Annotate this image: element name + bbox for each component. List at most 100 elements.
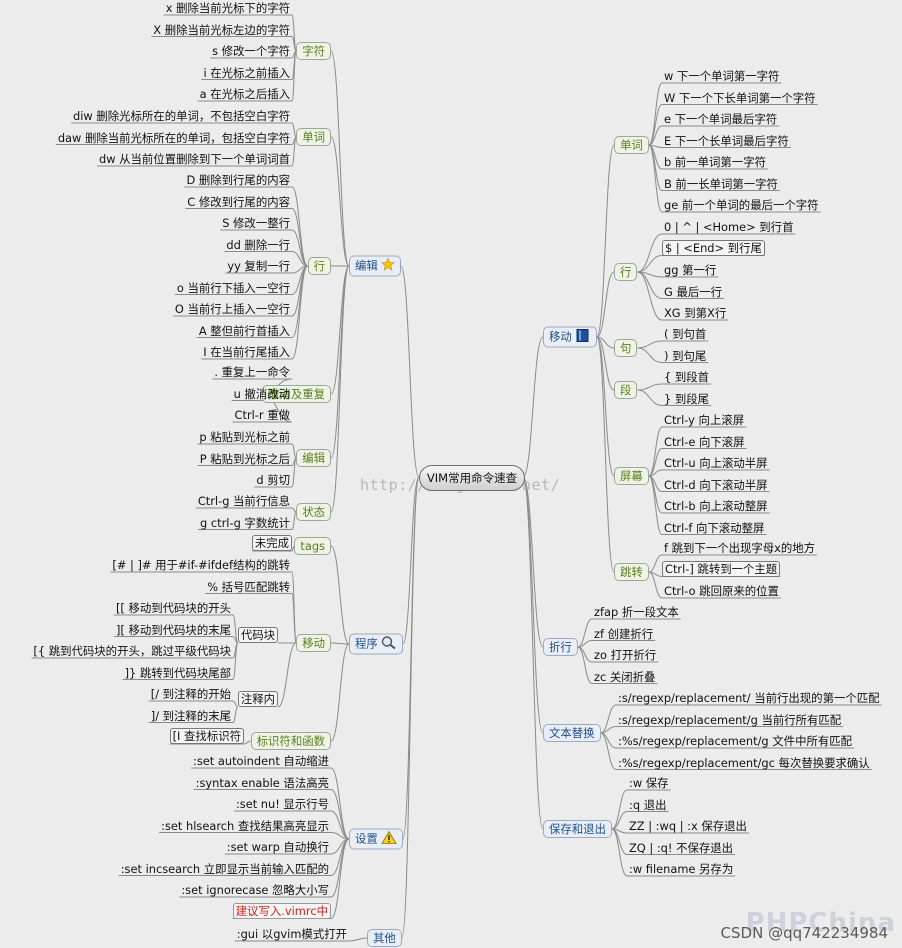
branch-replace[interactable]: 文本替换 <box>543 724 601 742</box>
edit-leaf-item[interactable]: C 修改到行尾的内容 <box>185 195 292 209</box>
group-codeblock[interactable]: 代码块 <box>237 627 278 643</box>
comment-leaf-item[interactable]: ]/ 到注释的末尾 <box>149 709 233 723</box>
rmove-leaf-item[interactable]: B 前一长单词第一字符 <box>662 177 780 191</box>
settings-leaf-item[interactable]: :syntax enable 语法高亮 <box>194 776 331 790</box>
move-leaf-item[interactable]: [# | ]# 用于#if-#ifdef结构的跳转 <box>110 558 292 572</box>
rmove-leaf-item[interactable]: Ctrl-] 跳转到一个主题 <box>662 560 781 577</box>
fold-leaf-item[interactable]: zc 关闭折叠 <box>592 670 657 684</box>
rgroup-3[interactable]: 段 <box>614 381 638 399</box>
fold-leaf-item[interactable]: zfap 折一段文本 <box>592 605 681 619</box>
edit-leaf-item[interactable]: g ctrl-g 字数统计 <box>198 516 292 530</box>
group-tags[interactable]: tags <box>294 537 331 555</box>
rgroup-5[interactable]: 跳转 <box>614 563 649 581</box>
group-comment[interactable]: 注释内 <box>237 691 278 707</box>
group-0[interactable]: 字符 <box>296 42 331 60</box>
rmove-leaf-item[interactable]: Ctrl-o 跳回原来的位置 <box>662 584 781 598</box>
edit-leaf-item[interactable]: X 删除当前光标左边的字符 <box>151 23 292 37</box>
branch-save[interactable]: 保存和退出 <box>543 820 612 838</box>
fold-leaf-item[interactable]: zo 打开折行 <box>592 648 658 662</box>
rmove-leaf-item[interactable]: { 到段首 <box>662 370 711 384</box>
edit-leaf-item[interactable]: x 删除当前光标下的字符 <box>164 1 292 15</box>
edit-leaf-item[interactable]: dw 从当前位置删除到下一个单词词首 <box>97 152 292 166</box>
group-move[interactable]: 移动 <box>296 634 331 652</box>
rmove-leaf-item[interactable]: XG 到第X行 <box>662 306 728 320</box>
comment-leaf-item[interactable]: [/ 到注释的开始 <box>149 687 233 701</box>
settings-leaf-item[interactable]: :set hlsearch 查找结果高亮显示 <box>159 819 331 833</box>
rgroup-0[interactable]: 单词 <box>614 136 649 154</box>
codeblock-leaf-item[interactable]: [{ 跳到代码块的开头，跳过平级代码块 <box>31 644 233 658</box>
edit-leaf-item[interactable]: dd 删除一行 <box>224 238 292 252</box>
branch-program[interactable]: 程序 <box>349 633 403 655</box>
edit-leaf-item[interactable]: Ctrl-r 重做 <box>233 408 292 422</box>
edit-leaf-item[interactable]: i 在光标之前插入 <box>201 66 292 80</box>
rmove-leaf-item[interactable]: Ctrl-y 向上滚屏 <box>662 413 746 427</box>
edit-leaf-item[interactable]: P 粘贴到光标之后 <box>198 452 292 466</box>
rmove-leaf-item[interactable]: f 跳到下一个出现字母x的地方 <box>662 541 817 555</box>
group-2[interactable]: 行 <box>307 257 331 275</box>
other-leaf-item[interactable]: :gui 以gvim模式打开 <box>235 927 349 941</box>
save-leaf-item[interactable]: :q 退出 <box>627 798 668 812</box>
rmove-leaf-item[interactable]: w 下一个单词第一字符 <box>662 69 781 83</box>
group-5[interactable]: 状态 <box>296 503 331 521</box>
replace-leaf-item[interactable]: :s/regexp/replacement/g 当前行所有匹配 <box>616 713 843 727</box>
save-leaf-item[interactable]: :w filename 另存为 <box>627 862 735 876</box>
branch-settings[interactable]: 设置 <box>349 828 403 850</box>
rmove-leaf-item[interactable]: $ | <End> 到行尾 <box>662 239 765 256</box>
rmove-leaf-item[interactable]: W 下一个下长单词第一个字符 <box>662 91 818 105</box>
rmove-leaf-item[interactable]: Ctrl-e 向下滚屏 <box>662 435 747 449</box>
rmove-leaf-item[interactable]: 0 | ^ | <Home> 到行首 <box>662 220 795 234</box>
branch-edit[interactable]: 编辑 <box>349 255 401 277</box>
rmove-leaf-item[interactable]: Ctrl-u 向上滚动半屏 <box>662 456 770 470</box>
codeblock-leaf-item[interactable]: [[ 移动到代码块的开头 <box>114 601 233 615</box>
rmove-leaf-item[interactable]: } 到段尾 <box>662 392 711 406</box>
edit-leaf-item[interactable]: Ctrl-g 当前行信息 <box>196 494 292 508</box>
edit-leaf-item[interactable]: o 当前行下插入一空行 <box>175 281 292 295</box>
edit-leaf-item[interactable]: I 在当前行尾插入 <box>201 345 292 359</box>
edit-leaf-item[interactable]: a 在光标之后插入 <box>198 87 292 101</box>
save-leaf-item[interactable]: ZQ | :q! 不保存退出 <box>627 841 735 855</box>
replace-leaf-item[interactable]: :%s/regexp/replacement/g 文件中所有匹配 <box>616 734 854 748</box>
save-leaf-item[interactable]: :w 保存 <box>627 776 671 790</box>
replace-leaf-item[interactable]: :%s/regexp/replacement/gc 每次替换要求确认 <box>616 756 872 770</box>
settings-leaf-item[interactable]: :set autoindent 自动缩进 <box>191 754 331 768</box>
edit-leaf-item[interactable]: daw 删除当前光标所在的单词，包括空白字符 <box>56 131 292 145</box>
edit-leaf-item[interactable]: diw 删除光标所在的单词，不包括空白字符 <box>71 109 292 123</box>
edit-leaf-item[interactable]: s 修改一个字符 <box>210 44 292 58</box>
settings-leaf-item[interactable]: 建议写入.vimrc中 <box>232 902 331 919</box>
rmove-leaf-item[interactable]: e 下一个单词最后字符 <box>662 112 779 126</box>
rgroup-4[interactable]: 屏幕 <box>614 467 649 485</box>
branch-move[interactable]: 移动 <box>543 326 597 348</box>
group-1[interactable]: 单词 <box>296 128 331 146</box>
edit-leaf-item[interactable]: yy 复制一行 <box>225 259 292 273</box>
rmove-leaf-item[interactable]: gg 第一行 <box>662 263 718 277</box>
settings-leaf-item[interactable]: :set nu! 显示行号 <box>234 797 331 811</box>
ident-leaf-item[interactable]: [I 查找标识符 <box>169 728 244 744</box>
settings-leaf-item[interactable]: :set warp 自动换行 <box>225 840 331 854</box>
rmove-leaf-item[interactable]: ) 到句尾 <box>662 349 708 363</box>
rmove-leaf-item[interactable]: G 最后一行 <box>662 285 724 299</box>
group-identifier[interactable]: 标识符和函数 <box>250 732 331 750</box>
edit-leaf-item[interactable]: . 重复上一命令 <box>212 365 292 379</box>
save-leaf-item[interactable]: ZZ | :wq | :x 保存退出 <box>627 819 749 833</box>
rmove-leaf-item[interactable]: b 前一单词第一字符 <box>662 155 768 169</box>
branch-fold[interactable]: 折行 <box>543 638 578 656</box>
codeblock-leaf-item[interactable]: ]} 跳转到代码块尾部 <box>123 666 233 680</box>
codeblock-leaf-item[interactable]: ][ 移动到代码块的末尾 <box>114 623 233 637</box>
edit-leaf-item[interactable]: d 剪切 <box>254 473 292 487</box>
edit-leaf-item[interactable]: D 删除到行尾的内容 <box>184 173 292 187</box>
edit-leaf-item[interactable]: S 修改一整行 <box>220 216 292 230</box>
rmove-leaf-item[interactable]: E 下一个长单词最后字符 <box>662 134 791 148</box>
rmove-leaf-item[interactable]: Ctrl-d 向下滚动半屏 <box>662 478 770 492</box>
rmove-leaf-item[interactable]: Ctrl-b 向上滚动整屏 <box>662 499 770 513</box>
fold-leaf-item[interactable]: zf 创建折行 <box>592 627 655 641</box>
rmove-leaf-item[interactable]: ( 到句首 <box>662 327 708 341</box>
edit-leaf-item[interactable]: u 撤消改动 <box>232 387 292 401</box>
rgroup-2[interactable]: 句 <box>614 339 638 357</box>
rmove-leaf-item[interactable]: ge 前一个单词的最后一个字符 <box>662 198 821 212</box>
rmove-leaf-item[interactable]: Ctrl-f 向下滚动整屏 <box>662 521 766 535</box>
replace-leaf-item[interactable]: :s/regexp/replacement/ 当前行出现的第一个匹配 <box>616 691 882 705</box>
settings-leaf-item[interactable]: :set ignorecase 忽略大小写 <box>179 883 331 897</box>
root-node[interactable]: VIM常用命令速查 <box>419 465 525 491</box>
branch-other[interactable]: 其他 <box>367 929 402 947</box>
settings-leaf-item[interactable]: :set incsearch 立即显示当前输入匹配的 <box>119 862 331 876</box>
